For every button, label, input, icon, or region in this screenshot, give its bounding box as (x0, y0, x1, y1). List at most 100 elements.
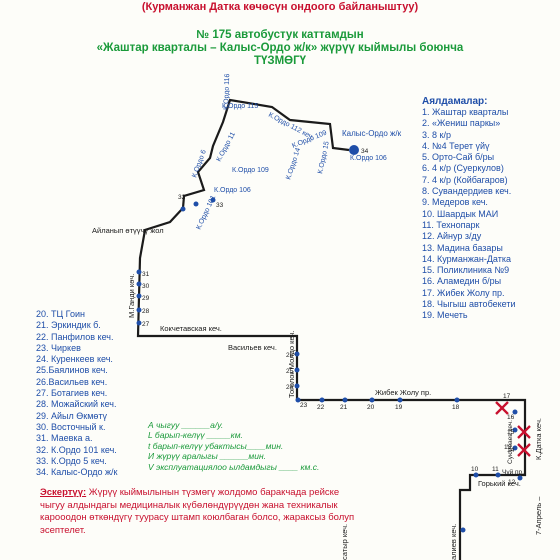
stop-number-12: 12 (508, 479, 516, 486)
header-scheme-title: ТҮЗМӨГҮ (253, 55, 307, 67)
stop-markers (136, 145, 523, 533)
street-kokchetav: Кокчетавская кеч. (160, 324, 222, 333)
stop-number-19: 19 (395, 404, 403, 411)
stop-item-left-8: 27. Ботагиев кеч. (36, 388, 108, 399)
stop-item-right-7: 7. 4 к/р (Койбагаров) (422, 174, 508, 185)
stop-number-17: 17 (503, 393, 511, 400)
header-route-name: «Жаштар кварталы – Калыс-Ордо ж/к» жүрүү… (96, 42, 464, 54)
street-ko101: К.Ордо 101 (195, 194, 217, 230)
route-parameter-5: V эксплуатациялоо ылдамдыгы ____ км.с. (148, 461, 320, 472)
street-ko115: К.Ордо 115 (222, 103, 258, 110)
stop-item-right-19: 19. Мечеть (422, 310, 468, 321)
stop-item-right-16: 16. Аламедин б/ры (422, 276, 502, 287)
street-ko106a: К.Ордо 106 (214, 187, 251, 194)
stop-number-31: 31 (142, 271, 150, 278)
street-suyunbaev: Суюнбаев кеч. (506, 420, 514, 464)
stop-number-26: 26 (286, 352, 294, 359)
stop-item-right-12: 12. Айнур з/ду (422, 231, 482, 242)
street-chui: Чүй пр. (502, 468, 524, 476)
stop-number-22: 22 (317, 404, 325, 411)
stop-item-right-17: 17. Жибек Жолу пр. (422, 287, 505, 298)
stop-item-right-1: 1. Жаштар кварталы (422, 107, 509, 117)
stop-item-right-15: 15. Поликлиника №9 (422, 265, 510, 276)
stop-number-14: 14 (507, 447, 515, 454)
street-aprel: 7-Апрель – (534, 496, 543, 535)
stop-item-left-7: 26.Васильев кеч. (36, 376, 108, 387)
route-parameter-4: И жүрүү аралыгы ______мин. (148, 451, 267, 462)
stop-item-right-3: 3. 8 к/р (422, 129, 451, 140)
street-ailanyp: Айланып өтүүчү жол (92, 226, 164, 235)
stop-number-30: 30 (142, 283, 150, 290)
stop-item-left-10: 29. Айыл Өкмөтү (36, 410, 108, 421)
street-togolok: Тоголок Молдо кеч. (287, 331, 296, 398)
street-gorkiy: Горький кеч. (478, 479, 521, 488)
street-ko15: К.Ордо 15 (317, 141, 331, 175)
street-ko116: К.Ордо 116 (223, 73, 231, 110)
street-kdatka: К.Датка кеч. (534, 418, 543, 460)
stop-item-left-12: 31. Маевка а. (36, 433, 93, 444)
warning-note-label: Эскертүү: (40, 487, 87, 498)
stop-item-right-4: 4. №4 Терет үйү (422, 140, 490, 151)
stop-item-right-2: 2. «Жениш паркы» (422, 118, 501, 129)
header-subtitle: (Курманжан Датка көчөсүн ондоого байланы… (141, 1, 419, 13)
stop-number-10: 10 (471, 466, 479, 473)
stop-number-18: 18 (452, 404, 460, 411)
stop-number-33: 33 (216, 202, 224, 209)
stop-number-16: 16 (507, 414, 515, 421)
route-parameter-3: t барып-келүү убактысы____мин. (148, 440, 284, 451)
stop-item-left-6: 25.Баялинов кеч. (36, 365, 108, 376)
street-bottom2: алиев кеч. (449, 524, 458, 560)
stop-item-left-13: 32. К.Ордо 101 кеч. (36, 444, 117, 455)
stop-item-left-15: 34. Калыс-Ордо ж/к (36, 467, 118, 478)
stop-item-left-2: 21. Эркиндик б. (36, 320, 101, 331)
stop-item-right-13: 13. Мадина базары (422, 242, 503, 253)
stop-item-left-1: 20. ТЦ Гоин (36, 309, 85, 319)
closed-section-markers (495, 401, 531, 457)
stop-item-left-9: 28. Можайский кеч. (36, 399, 117, 410)
warning-note-text: Жүрүү кыймылынын түзмөгү жолдомо баракча… (40, 487, 355, 536)
stop-number-28: 28 (142, 308, 150, 315)
street-ko14: К.Ордо 14 (285, 147, 302, 181)
stop-item-left-4: 23. Чиркев (36, 342, 81, 353)
stop-number-34: 34 (361, 148, 369, 155)
route-parameter-1: А чыгуу ______а/у. (148, 420, 224, 430)
stop-number-25: 25 (286, 368, 294, 375)
stop-number-23: 23 (300, 402, 308, 409)
stop-number-13: 13 (504, 444, 512, 451)
street-vasilev: Васильев кеч. (228, 343, 277, 352)
stop-item-right-14: 14. Курманжан-Датка (422, 253, 511, 264)
stop-item-right-8: 8. Сувандердиев кеч. (422, 186, 512, 197)
stop-number-15: 15 (507, 429, 515, 436)
street-ko106b: К.Ордо 106 (350, 155, 387, 162)
stop-number-21: 21 (340, 404, 348, 411)
stop-number-20: 20 (367, 404, 375, 411)
street-ko109a: К.Ордо 109 (232, 167, 269, 174)
route-parameter-2: L барып-келүү _____км. (148, 430, 243, 441)
stop-number-24: 24 (286, 384, 294, 391)
stop-number-labels: 34 33 32 31 30 29 28 27 26 25 24 23 22 2… (142, 148, 516, 486)
warning-note: Эскертүү: Жүрүү кыймылынын түзмөгү жолдо… (40, 487, 360, 537)
stop-item-left-11: 30. Восточный к. (36, 421, 106, 432)
stop-item-right-9: 9. Медеров кеч. (422, 197, 488, 208)
stop-item-right-5: 5. Орто-Сай б/ры (422, 152, 495, 163)
stop-item-left-5: 24. Куренкеев кеч. (36, 354, 113, 365)
stop-item-left-3: 22. Панфилов кеч. (36, 331, 114, 342)
stop-item-right-6: 6. 4 к/р (Суеркулов) (422, 163, 504, 174)
street-bottom1: сатыр кеч. (340, 524, 349, 560)
stop-number-11: 11 (492, 466, 499, 473)
header-route-number: № 175 автобустук каттамдын (196, 29, 364, 41)
street-zhibek: Жибек Жолу пр. (375, 388, 431, 397)
stop-item-left-14: 33. К.Ордо 5 кеч. (36, 455, 107, 466)
stop-item-right-18: 18. Чыгыш автобекети (422, 299, 516, 310)
stop-34-marker (349, 145, 359, 155)
stop-number-32: 32 (178, 194, 186, 201)
main-street-labels: Айланып өтүүчү жол М.Ганди көч. Кокчетав… (92, 226, 543, 560)
destination-label: Калыс-Ордо ж/к (342, 129, 402, 138)
stop-number-27: 27 (142, 321, 150, 328)
stop-number-29: 29 (142, 295, 150, 302)
street-ko11: К.Ордо 11 (216, 131, 237, 163)
stop-item-right-10: 10. Шаардык МАИ (422, 208, 499, 219)
